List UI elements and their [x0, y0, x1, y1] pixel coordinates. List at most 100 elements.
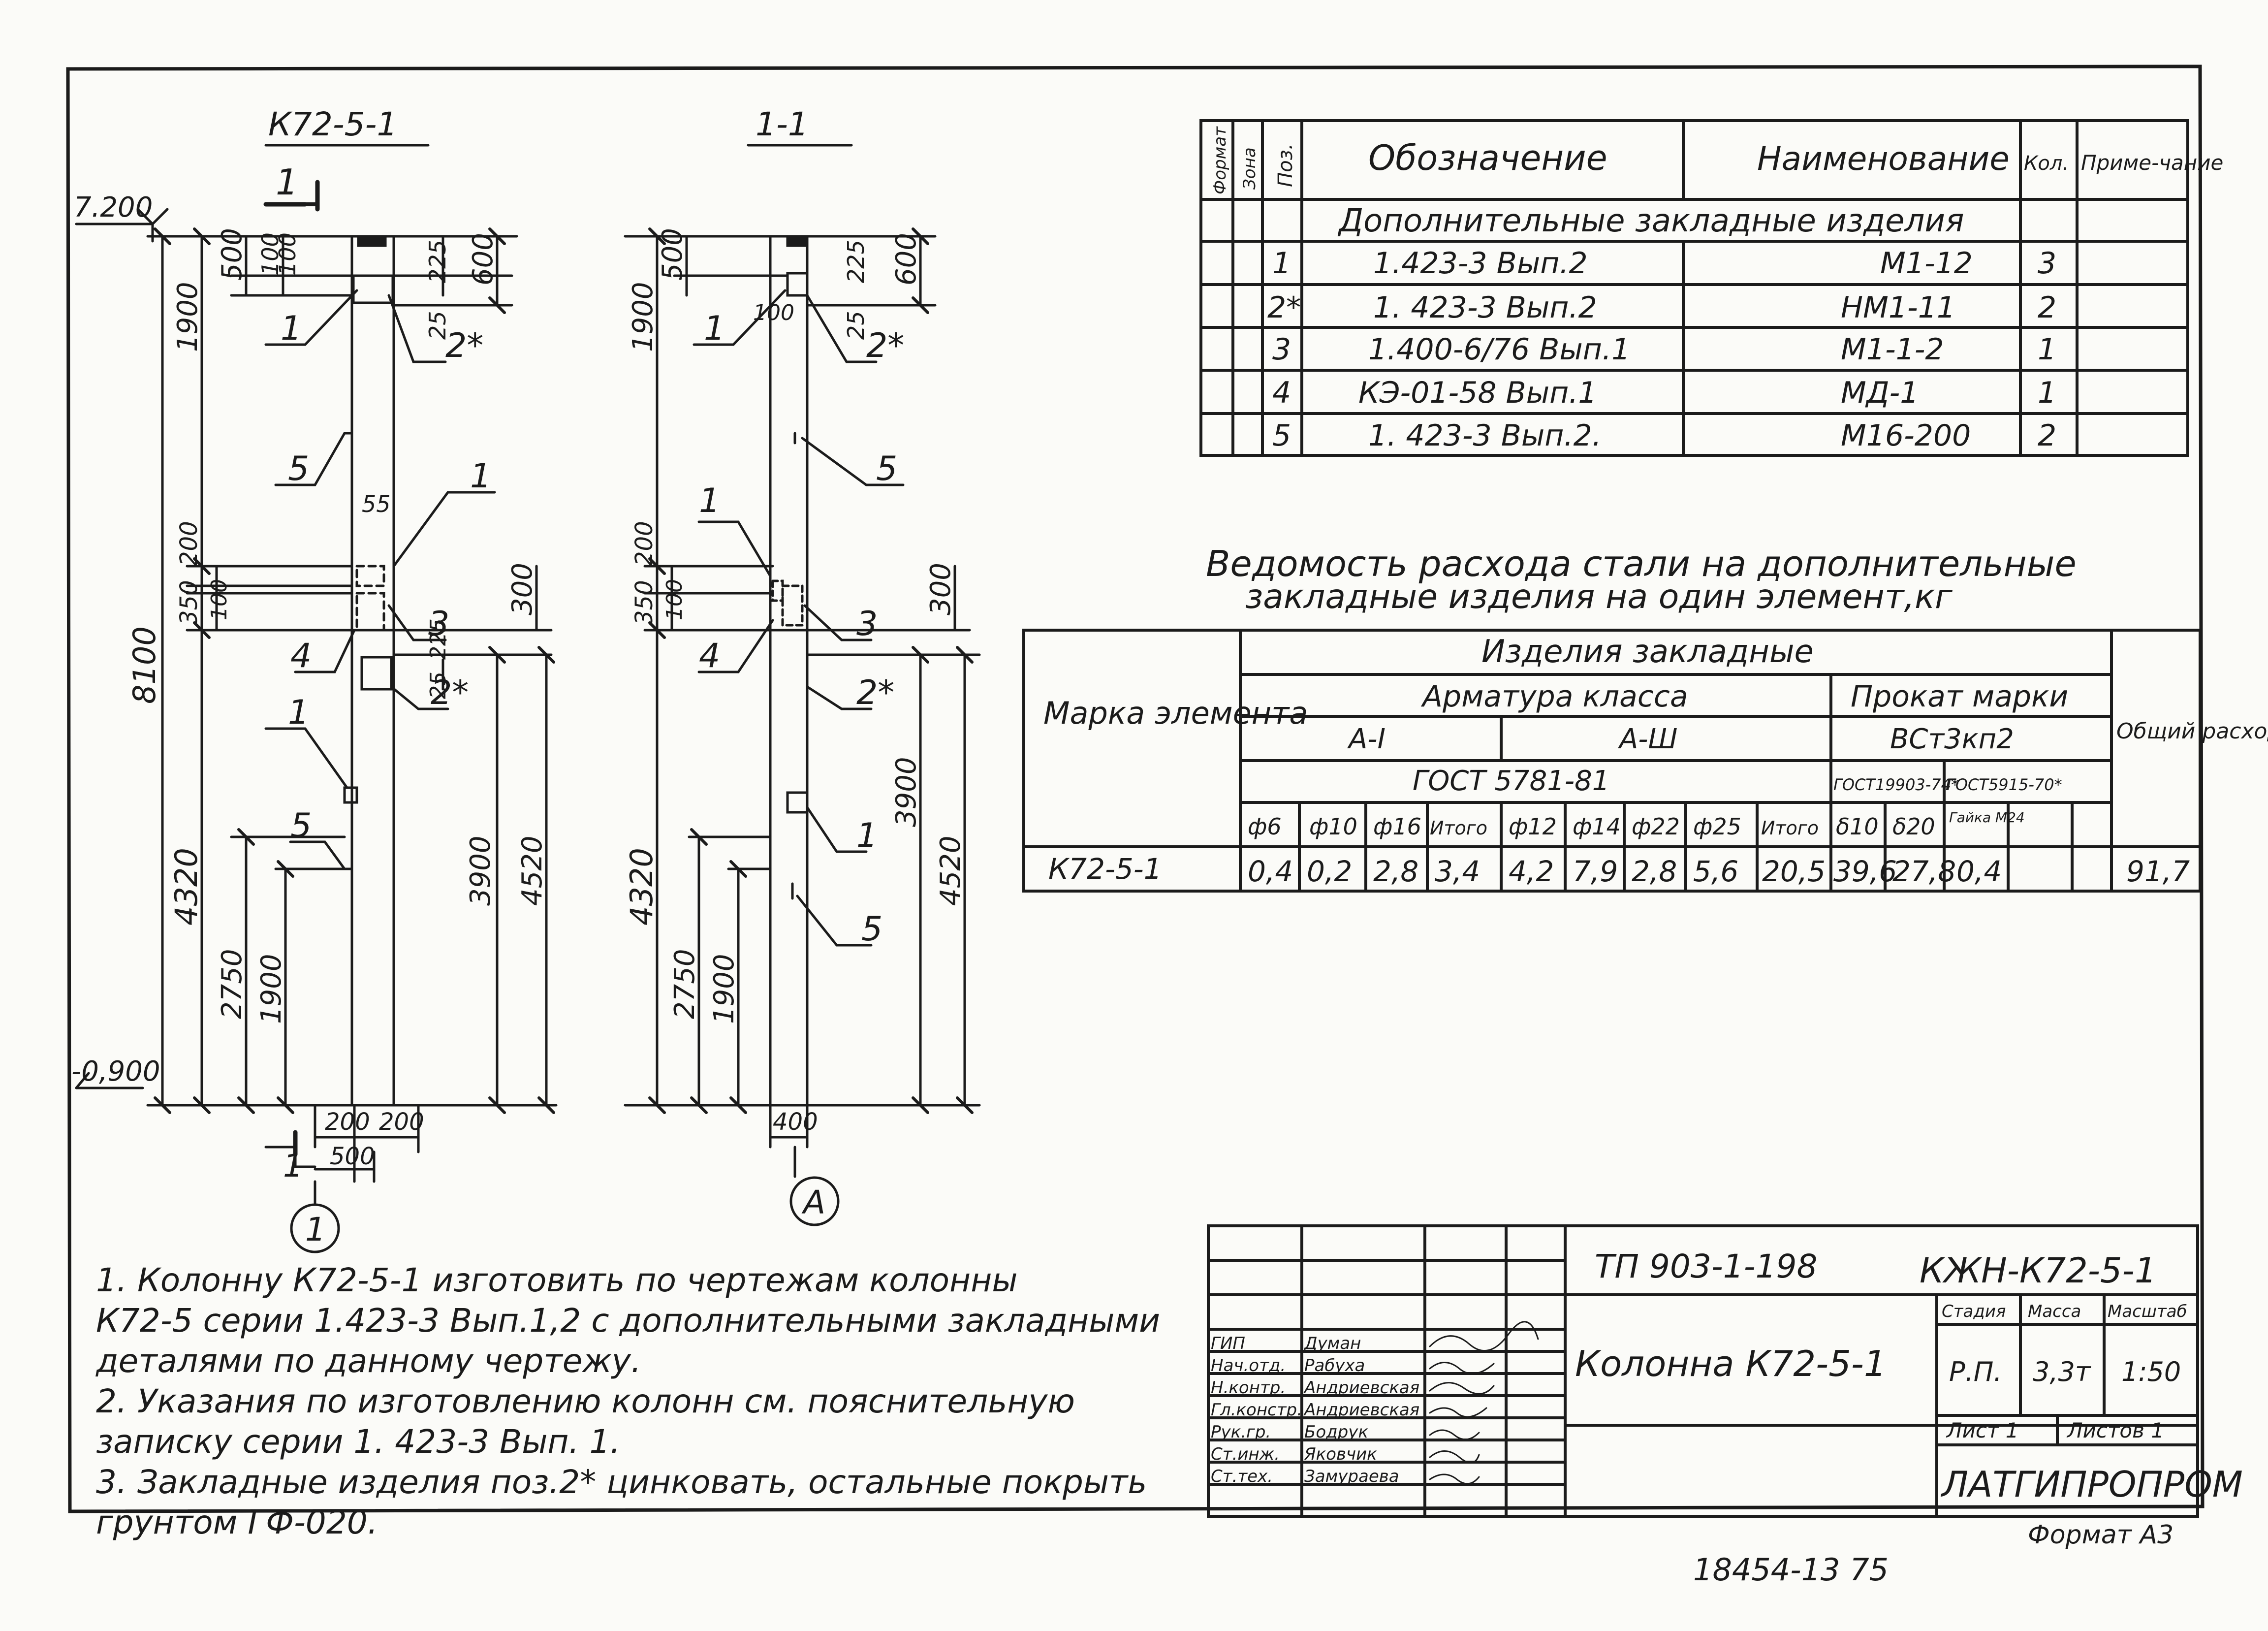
steel-val-6: 2,8: [1632, 855, 1677, 888]
axis-right-label: А: [801, 1183, 825, 1221]
steel-col-6: ф22: [1632, 813, 1680, 840]
steel-val-5: 7,9: [1573, 855, 1618, 888]
steel-col-7: ф25: [1693, 813, 1741, 840]
note-line: записку серии 1. 423-3 Вып. 1.: [96, 1423, 621, 1461]
dim-right-100: 100: [753, 300, 794, 325]
steel-val-10: 27,8: [1892, 855, 1956, 888]
spec-row4-qty: 1: [2038, 376, 2056, 410]
stamp-h-mass: Масса: [2028, 1302, 2081, 1321]
stamp-name-3: Андриевская: [1303, 1400, 1419, 1420]
left-view-title: К72-5-1: [268, 105, 397, 143]
steel-col-11: Гайка М24: [1949, 809, 2025, 826]
general-notes: 1. Колонну К72-5-1 изготовить по чертежа…: [96, 1260, 1179, 1543]
spec-group-label: Дополнительные закладные изделия: [1337, 203, 1964, 239]
dim-left-4320: 4320: [168, 848, 204, 926]
steel-col-4: ф12: [1509, 813, 1557, 840]
spec-row5-name: М16-200: [1841, 418, 1971, 453]
right-label-5b: 5: [861, 910, 882, 949]
steel-col-5: ф14: [1573, 813, 1621, 840]
dim-left-350: 350: [175, 580, 203, 625]
dim-left-25a: 25: [424, 311, 451, 340]
elevation-top: 7.200: [74, 192, 153, 224]
dim-left-200: 200: [175, 521, 203, 566]
dim-right-1900b: 1900: [708, 954, 740, 1024]
steel-val-4: 4,2: [1509, 855, 1554, 888]
dim-left-8100: 8100: [126, 626, 162, 704]
left-label-1b: 1: [470, 457, 491, 496]
dim-right-500: 500: [657, 228, 689, 281]
left-foot-section-label: 1: [283, 1148, 303, 1184]
stamp-role-4: Рук.гр.: [1211, 1422, 1271, 1442]
spec-row2-qty: 2: [2038, 290, 2056, 325]
stamp-sheets: Листов 1: [2066, 1418, 2164, 1442]
stamp-archive: 18454-13 75: [1693, 1552, 1889, 1588]
dim-right-3900: 3900: [890, 757, 922, 827]
steel-head-mark: Марка элемента: [1043, 695, 1308, 731]
axis-left-label: 1: [305, 1211, 326, 1248]
steel-col-10: δ20: [1892, 813, 1935, 840]
dim-right-2750: 2750: [669, 949, 701, 1019]
stamp-stage: Р.П.: [1949, 1356, 2002, 1387]
spec-row1-designation: 1.423-3 Вып.2: [1373, 246, 1588, 281]
spec-row2-pos: 2*: [1267, 290, 1301, 325]
dim-right-25: 25: [843, 311, 869, 340]
dim-left-1900b: 1900: [255, 954, 287, 1024]
dim-right-200: 200: [630, 521, 658, 566]
right-section-view: [624, 144, 981, 1226]
steel-head-rolled: Прокат марки: [1851, 679, 2068, 714]
dim-left-3900: 3900: [465, 835, 497, 906]
right-label-4: 4: [699, 637, 720, 675]
steel-gost: ГОСТ 5781-81: [1413, 765, 1609, 797]
dim-left-500b: 500: [330, 1143, 375, 1170]
stamp-name-4: Бодрук: [1304, 1422, 1368, 1442]
dim-right-300: 300: [925, 563, 957, 615]
stamp-role-2: Н.контр.: [1211, 1378, 1286, 1398]
steel-row-total: 91,7: [2126, 855, 2190, 888]
dim-left-100c: 100: [207, 579, 232, 620]
right-label-2a: 2*: [866, 326, 904, 365]
stamp-role-6: Ст.тех.: [1211, 1467, 1273, 1486]
note-line: деталями по данному чертежу.: [96, 1342, 641, 1380]
left-label-4: 4: [290, 637, 312, 675]
steel-gost2: ГОСТ19903-74*: [1833, 775, 1959, 794]
spec-row1-name: М1-12: [1880, 246, 1973, 281]
note-line: 3. Закладные изделия поз.2* цинковать, о…: [96, 1463, 1147, 1501]
sheet-frame: [66, 64, 2205, 1513]
left-label-3: 3: [428, 605, 449, 643]
steel-col-3: Итого: [1430, 817, 1487, 839]
spec-row3-name: М1-1-2: [1841, 332, 1944, 367]
dim-left-2750: 2750: [216, 949, 248, 1019]
dim-left-4520: 4520: [516, 835, 548, 906]
steel-class-a3: А-Ш: [1618, 723, 1677, 755]
spec-head-name: Наименование: [1757, 140, 2010, 178]
stamp-name-5: Яковчик: [1304, 1444, 1377, 1464]
stamp-org: ЛАТГИПРОПРОМ: [1940, 1464, 2243, 1505]
spec-row2-designation: 1. 423-3 Вып.2: [1373, 290, 1597, 325]
spec-head-format: Формат: [1210, 126, 1230, 194]
steel-val-7: 5,6: [1693, 855, 1738, 888]
spec-row4-designation: КЭ-01-58 Вып.1: [1358, 376, 1597, 410]
dim-right-4320: 4320: [624, 848, 660, 926]
right-label-2b: 2*: [856, 673, 894, 712]
stamp-name-0: Думан: [1303, 1334, 1361, 1353]
spec-row2-name: НМ1-11: [1841, 290, 1955, 325]
steel-table-grid: [1022, 629, 2202, 893]
stamp-title: Колонна К72-5-1: [1575, 1343, 1887, 1384]
dim-right-4520: 4520: [935, 835, 967, 906]
stamp-mass: 3,3т: [2033, 1356, 2091, 1387]
steel-val-9: 39,6: [1833, 855, 1897, 888]
right-label-1c: 1: [856, 816, 878, 855]
left-label-2b: 2*: [431, 673, 469, 712]
steel-col-0: ф6: [1248, 813, 1282, 840]
note-line: 1. Колонну К72-5-1 изготовить по чертежа…: [96, 1261, 1018, 1299]
title-block-grid: [1207, 1224, 2199, 1518]
stamp-h-scale: Масштаб: [2108, 1302, 2187, 1321]
dim-left-1900: 1900: [172, 282, 204, 352]
steel-col-2: ф16: [1373, 813, 1421, 840]
dim-left-55: 55: [362, 491, 391, 517]
dim-right-225: 225: [843, 240, 869, 283]
note-line: 2. Указания по изготовлению колонн см. п…: [96, 1382, 1075, 1420]
spec-row5-qty: 2: [2038, 418, 2056, 453]
